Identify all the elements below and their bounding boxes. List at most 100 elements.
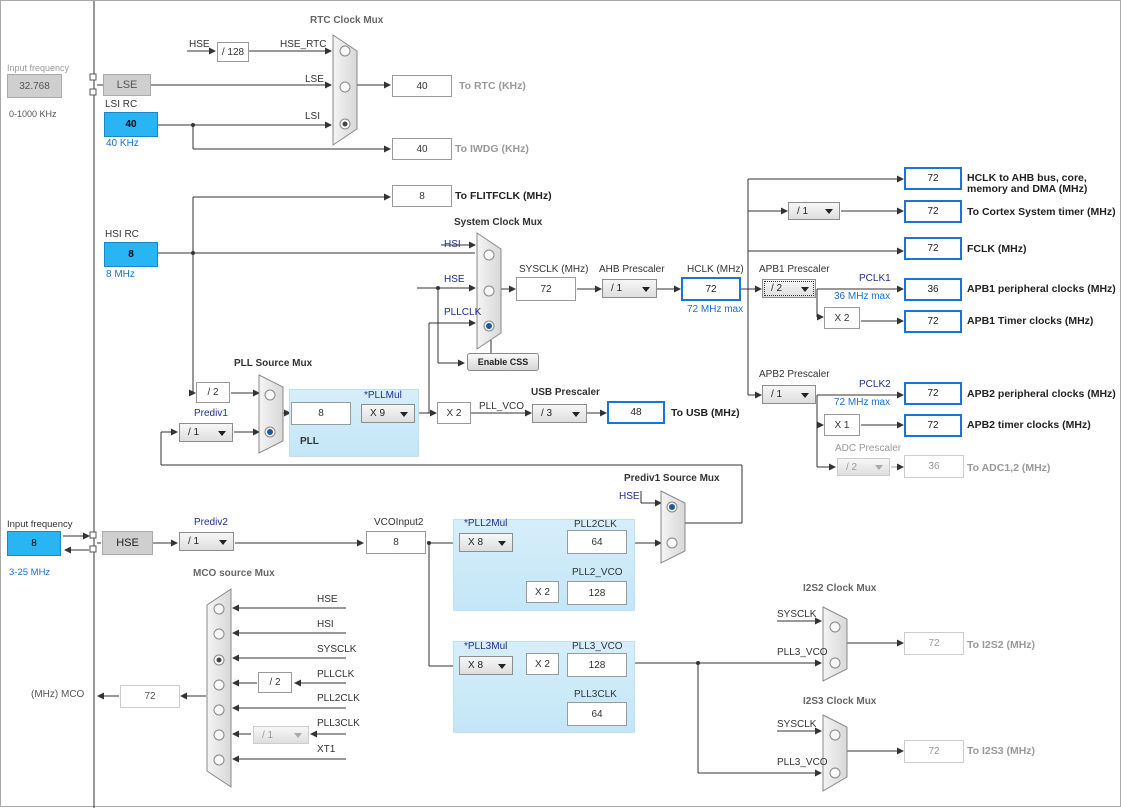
usb-prescaler-select[interactable]: / 3 <box>532 404 587 423</box>
sysclk-value[interactable]: 72 <box>516 277 576 301</box>
pll3mul-label: *PLL3Mul <box>464 641 508 652</box>
apb1-prescaler-label: APB1 Prescaler <box>759 264 830 275</box>
lse-input-frequency-field[interactable]: 32.768 <box>7 74 62 98</box>
iwdg-output-value[interactable]: 40 <box>392 138 452 160</box>
pll-source-mux-title: PLL Source Mux <box>234 358 313 369</box>
hclk-ahb-output-value[interactable]: 72 <box>904 167 962 190</box>
fclk-output-value[interactable]: 72 <box>904 237 962 260</box>
iwdg-output-label: To IWDG (KHz) <box>455 143 529 155</box>
apb2-timer-output-value[interactable]: 72 <box>904 414 962 437</box>
flitf-output-value[interactable]: 8 <box>392 185 452 207</box>
pclk1-max-label: 36 MHz max <box>834 291 891 302</box>
hsi-title: HSI RC <box>105 229 139 240</box>
cortex-timer-divider-select[interactable]: / 1 <box>788 202 840 220</box>
prediv1-select[interactable]: / 1 <box>179 423 233 442</box>
hsi-div2-box: / 2 <box>196 382 230 403</box>
hse-div128-box: / 128 <box>217 42 249 62</box>
pll-x2-box: X 2 <box>437 402 471 424</box>
hse-input-frequency-field[interactable]: 8 <box>7 531 61 556</box>
apb1-peripheral-output-label: APB1 peripheral clocks (MHz) <box>967 283 1116 295</box>
i2s2-mux-title: I2S2 Clock Mux <box>803 583 877 594</box>
usb-output-value[interactable]: 48 <box>607 401 665 424</box>
enable-css-button[interactable]: Enable CSS <box>467 353 539 371</box>
mco-pllclk-label: PLLCLK <box>317 669 355 680</box>
rtc-lse-label: LSE <box>305 74 324 85</box>
pclk2-max-label: 72 MHz max <box>834 397 891 408</box>
pllmul-select[interactable]: X 9 <box>361 404 415 423</box>
apb1-prescaler-select[interactable]: / 2 <box>762 279 816 298</box>
apb2-prescaler-label: APB2 Prescaler <box>759 369 830 380</box>
pll-vco-label: PLL_VCO <box>479 401 525 412</box>
hclk-max-label: 72 MHz max <box>687 304 744 315</box>
rtc-mux-title: RTC Clock Mux <box>310 15 384 26</box>
rtc-output-label: To RTC (KHz) <box>459 80 526 92</box>
prediv2-select[interactable]: / 1 <box>179 532 234 551</box>
adc-prescaler-select[interactable]: / 2 <box>837 458 890 476</box>
hse-block: HSE <box>102 531 153 555</box>
hclk-ahb-output-label-2: memory and DMA (MHz) <box>967 183 1088 195</box>
apb2-timer-multiplier: X 1 <box>824 414 860 436</box>
sys-mux-hsi-label: HSI <box>444 239 461 250</box>
adc-prescaler-label: ADC Prescaler <box>835 443 902 454</box>
mco-pll2clk-label: PLL2CLK <box>317 693 360 704</box>
hse-input-frequency-label: Input frequency <box>7 519 73 530</box>
pll3clk-value: 64 <box>567 702 627 726</box>
hse-range-label: 3-25 MHz <box>9 567 51 578</box>
pll2-x2-box: X 2 <box>526 581 559 603</box>
apb2-timer-output-label: APB2 timer clocks (MHz) <box>967 419 1091 431</box>
adc-output-label: To ADC1,2 (MHz) <box>967 462 1051 474</box>
lse-block: LSE <box>103 74 151 96</box>
rtc-output-value[interactable]: 40 <box>392 75 452 97</box>
rtc-hse-label: HSE <box>189 39 210 50</box>
cortex-timer-output-value[interactable]: 72 <box>904 200 962 223</box>
mco-hsi-label: HSI <box>317 619 334 630</box>
hsi-unit-label: 8 MHz <box>106 269 135 280</box>
hse-rtc-label: HSE_RTC <box>280 39 327 50</box>
mco-output-label: (MHz) MCO <box>31 689 85 700</box>
pll2mul-label: *PLL2Mul <box>464 518 508 529</box>
lse-input-frequency-label: Input frequency <box>7 63 70 73</box>
i2s2-sysclk-label: SYSCLK <box>777 609 817 620</box>
pll2clk-label: PLL2CLK <box>574 519 617 530</box>
apb2-prescaler-select[interactable]: / 1 <box>762 385 816 404</box>
adc-output-value[interactable]: 36 <box>904 455 964 478</box>
i2s2-output-label: To I2S2 (MHz) <box>967 639 1036 651</box>
pll3-x2-box: X 2 <box>526 653 559 675</box>
ahb-prescaler-select[interactable]: / 1 <box>602 279 657 298</box>
mco-pll3clk-divider-select[interactable]: / 1 <box>253 726 309 744</box>
i2s3-mux-title: I2S3 Clock Mux <box>803 696 877 707</box>
apb2-peripheral-output-value[interactable]: 72 <box>904 382 962 405</box>
i2s2-output-value[interactable]: 72 <box>904 632 964 655</box>
i2s2-pll3vco-label: PLL3_VCO <box>777 647 828 658</box>
pclk1-label: PCLK1 <box>859 273 891 284</box>
sys-mux-hse-label: HSE <box>444 274 465 285</box>
pll2mul-select[interactable]: X 8 <box>459 533 513 552</box>
lse-range-label: 0-1000 KHz <box>9 109 57 119</box>
sys-mux-pllclk-label: PLLCLK <box>444 307 482 318</box>
usb-output-label: To USB (MHz) <box>671 407 740 419</box>
mco-output-value[interactable]: 72 <box>120 685 180 708</box>
mco-pllclk-div2-box: / 2 <box>258 672 292 693</box>
pllmul-label: *PLLMul <box>364 390 402 401</box>
apb1-timer-output-value[interactable]: 72 <box>904 310 962 333</box>
mco-pll3clk-label: PLL3CLK <box>317 718 360 729</box>
pll3mul-select[interactable]: X 8 <box>459 656 513 675</box>
pll2-vco-value: 128 <box>567 581 627 605</box>
apb1-peripheral-output-value[interactable]: 36 <box>904 278 962 301</box>
prediv1-label: Prediv1 <box>194 408 228 419</box>
sysclk-label: SYSCLK (MHz) <box>519 264 589 275</box>
prediv1-mux-hse-label: HSE <box>619 491 640 502</box>
pclk2-label: PCLK2 <box>859 379 891 390</box>
lsi-title: LSI RC <box>105 99 138 110</box>
hsi-value-box: 8 <box>104 242 158 267</box>
i2s3-sysclk-label: SYSCLK <box>777 719 817 730</box>
pll-source-mux-shape <box>258 374 284 454</box>
ahb-prescaler-label: AHB Prescaler <box>599 264 665 275</box>
fclk-output-label: FCLK (MHz) <box>967 243 1027 255</box>
hclk-value[interactable]: 72 <box>681 277 741 301</box>
i2s3-output-value[interactable]: 72 <box>904 740 964 763</box>
cortex-timer-output-label: To Cortex System timer (MHz) <box>967 206 1116 218</box>
i2s3-output-label: To I2S3 (MHz) <box>967 745 1036 757</box>
